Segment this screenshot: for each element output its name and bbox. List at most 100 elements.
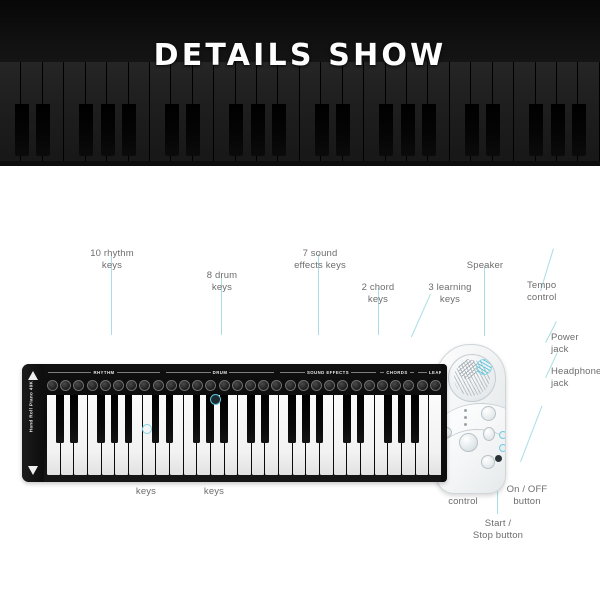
black-key[interactable] [124, 395, 133, 443]
black-key[interactable] [151, 395, 160, 443]
function-button-row[interactable] [47, 378, 441, 392]
black-key[interactable] [397, 395, 406, 443]
function-button[interactable] [60, 379, 72, 391]
section-label-learning: LEARNING [418, 368, 447, 377]
mode-knob[interactable] [483, 427, 495, 441]
function-button[interactable] [245, 379, 257, 391]
start-stop-button[interactable] [459, 433, 478, 452]
black-key[interactable] [97, 395, 105, 443]
black-key[interactable] [384, 395, 392, 443]
speaker-grille [448, 354, 496, 402]
function-button[interactable] [231, 379, 243, 391]
white-key[interactable] [415, 395, 430, 475]
banner-black-key [36, 104, 51, 156]
function-button[interactable] [99, 379, 111, 391]
white-key[interactable] [169, 395, 184, 475]
aux-port[interactable] [495, 455, 502, 462]
function-button[interactable] [271, 379, 283, 391]
keybed[interactable] [47, 395, 443, 475]
function-button[interactable] [47, 379, 58, 391]
banner-black-key [122, 104, 137, 156]
section-rule [229, 372, 275, 373]
function-button[interactable] [311, 379, 323, 391]
black-key[interactable] [247, 395, 256, 443]
black-key[interactable] [110, 395, 119, 443]
power-jack[interactable] [499, 431, 505, 439]
section-label-rhythm: RHYTHM [48, 368, 160, 377]
section-label-text: SOUND EFFECTS [306, 370, 350, 375]
black-key[interactable] [343, 395, 351, 443]
function-button[interactable] [337, 379, 349, 391]
white-key[interactable] [128, 395, 143, 475]
section-label-chords: CHORDS [380, 368, 415, 377]
banner-gradient-overlay [0, 0, 600, 62]
section-label-text: RHYTHM [93, 370, 115, 375]
control-panel[interactable] [436, 344, 506, 494]
section-label-text: DRUM [212, 370, 228, 375]
black-key[interactable] [356, 395, 365, 443]
function-button[interactable] [350, 379, 362, 391]
function-button[interactable] [218, 379, 230, 391]
piano-right-edge [441, 364, 447, 482]
section-rule [116, 372, 160, 373]
function-button[interactable] [258, 379, 270, 391]
section-rule [166, 372, 211, 373]
banner-black-keys [0, 58, 600, 156]
black-key[interactable] [261, 395, 269, 443]
section-label-sound-effects: SOUND EFFECTS [280, 368, 377, 377]
function-button[interactable] [165, 379, 177, 391]
black-key[interactable] [206, 395, 215, 443]
section-rule [409, 372, 415, 373]
function-button[interactable] [192, 379, 204, 391]
function-button[interactable] [403, 379, 415, 391]
function-button[interactable] [297, 379, 309, 391]
black-key[interactable] [192, 395, 201, 443]
function-button[interactable] [86, 379, 98, 391]
white-key[interactable] [74, 395, 88, 475]
white-key[interactable] [320, 395, 334, 475]
white-key[interactable] [224, 395, 239, 475]
white-key[interactable] [361, 395, 375, 475]
banner-base-strip [0, 161, 600, 166]
marker-black-key [210, 394, 221, 405]
tempo-control-knob[interactable] [481, 406, 496, 421]
function-button[interactable] [73, 379, 85, 391]
banner-black-key [465, 104, 479, 156]
black-key[interactable] [220, 395, 228, 443]
label-8-drum-keys: 8 drum keys [206, 270, 238, 293]
function-button[interactable] [126, 379, 138, 391]
black-key[interactable] [69, 395, 78, 443]
on-off-button[interactable] [481, 455, 495, 469]
headphone-jack[interactable] [499, 444, 505, 452]
marker-white-key [142, 424, 152, 434]
black-key[interactable] [288, 395, 297, 443]
black-key[interactable] [411, 395, 419, 443]
white-key[interactable] [265, 395, 280, 475]
leader-line-drum-keys [221, 276, 223, 335]
banner-black-key [336, 104, 351, 156]
banner-black-key [165, 104, 179, 156]
banner-black-key [15, 104, 29, 156]
function-button[interactable] [205, 379, 217, 391]
function-button[interactable] [429, 379, 441, 391]
function-button[interactable] [324, 379, 336, 391]
function-button[interactable] [113, 379, 125, 391]
page-title: DETAILS SHOW [153, 38, 447, 73]
function-button[interactable] [416, 379, 428, 391]
function-button[interactable] [284, 379, 296, 391]
function-button[interactable] [152, 379, 164, 391]
label-tempo-control: Tempo control [527, 280, 557, 303]
function-button[interactable] [179, 379, 191, 391]
black-key[interactable] [315, 395, 324, 443]
black-key[interactable] [56, 395, 64, 443]
triangle-marker-bottom-icon [28, 466, 38, 475]
led-indicators [464, 409, 467, 430]
function-button[interactable] [377, 379, 389, 391]
function-button[interactable] [139, 379, 151, 391]
speaker-grille-inner [458, 359, 478, 379]
function-button[interactable] [390, 379, 402, 391]
black-key[interactable] [165, 395, 174, 443]
black-key[interactable] [302, 395, 310, 443]
function-button[interactable] [363, 379, 375, 391]
